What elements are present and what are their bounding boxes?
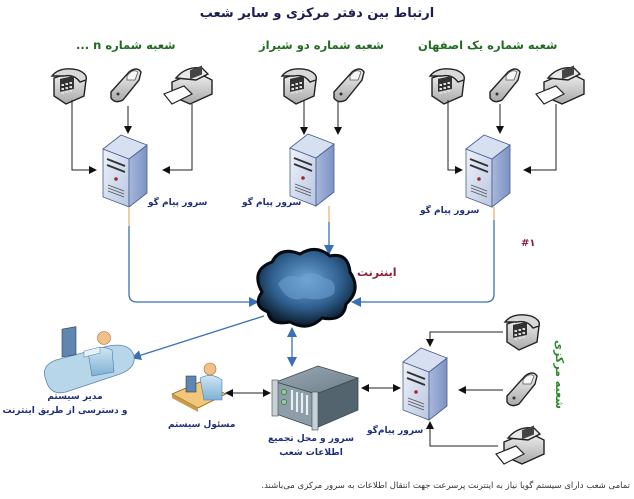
mobile-phone-icon [110,68,142,103]
link-phone-server [71,100,97,174]
aggregation-server-label-1: سرور و محل تجمیع [267,434,355,444]
server-icon [465,134,511,208]
link-fax-server [523,104,557,174]
link-fax-server [426,421,498,447]
central-branch-name-text: شعبه مرکزی [553,340,566,409]
branch-2-server-label: سرور پیام گو [242,198,302,208]
fax-machine-icon [495,424,545,465]
link-fax-server [162,104,193,174]
desk-phone-icon [429,68,466,105]
branch-n-group [51,64,213,208]
desk-phone-icon [504,314,541,351]
mobile-phone-icon [506,372,538,407]
branch-n-name: شعبه شماره n ... [76,38,176,52]
branch-n-server-label: سرور پیام گو [148,198,208,208]
aggregation-server-icon [271,365,360,431]
internet-links [128,206,495,367]
server-icon [289,133,335,207]
desk-phone-icon [51,68,88,105]
operator-icon [171,362,227,412]
fax-machine-icon [163,64,213,105]
central-branch-group [43,314,545,465]
admin-label-1: مدیر سیستم [47,392,103,402]
fax-machine-icon [535,64,585,105]
mobile-phone-icon [333,68,365,103]
operator-label: مسئول سیستم [168,420,236,430]
central-branch-name: شعبه مرکزی [548,340,570,430]
branch-1-server-label: سرور پیام گو [420,206,480,216]
link-internet-admin [131,315,265,361]
branch-2-name: شعبه شماره دو شیراز [259,38,384,52]
link-phone-server [426,331,503,347]
diagram-title: ارتباط بین دفتر مرکزی و سایر شعب [199,6,435,21]
link-branch-1-internet [351,220,495,307]
branch-1-tag: #۱ [521,238,536,249]
server-icon [102,134,148,208]
footer-note: تمامی شعب دارای سیستم گویا نیاز به اینتر… [261,481,630,491]
aggregation-server-label-2: اطلاعات شعب [279,448,343,458]
internet-label: اینترنت [357,266,397,279]
internet-cloud-icon [256,248,357,328]
branch-1-group [429,64,585,208]
link-phone-server [447,100,463,174]
central-server-icon [402,347,448,421]
branch-2-group [281,68,365,207]
desk-phone-icon [281,68,318,105]
link-branch-n-internet [128,226,259,307]
admin-label-2: و دسترسی از طریق اینترنت [2,406,128,416]
branch-1-name: شعبه شماره یک اصفهان [418,38,558,52]
mobile-phone-icon [489,68,521,103]
central-server-label: سرور پیام‌گو [367,426,424,436]
admin-icon [43,326,135,394]
